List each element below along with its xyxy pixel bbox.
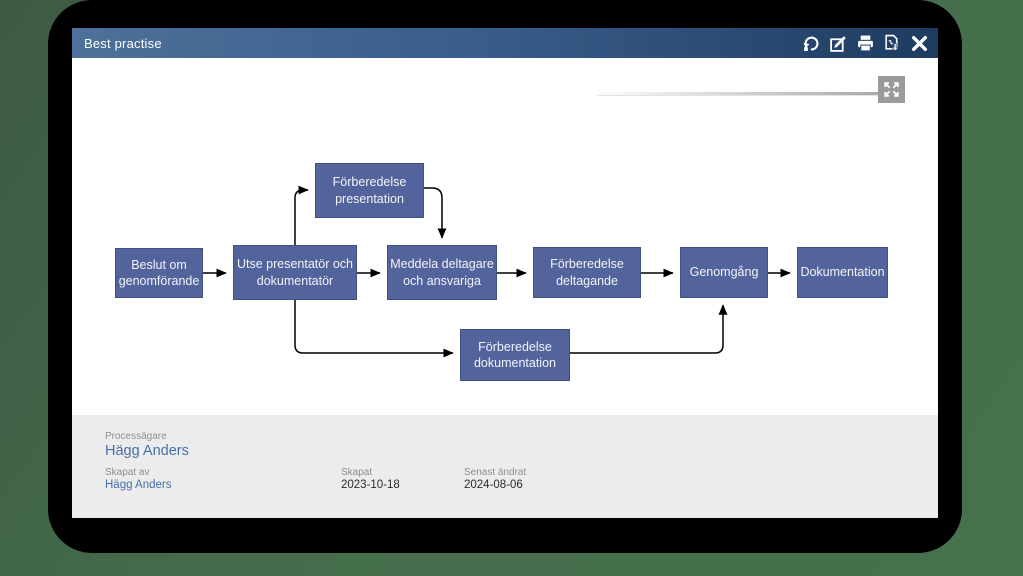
diagram-canvas: Beslut om genomförande Utse presentatör …	[72, 58, 938, 415]
export-pdf-button[interactable]	[881, 32, 903, 54]
flow-connectors	[203, 185, 791, 358]
close-button[interactable]	[908, 32, 930, 54]
node-label: Förberedelse presentation	[332, 175, 407, 206]
node-label: Utse presentatör och dokumentatör	[236, 257, 354, 288]
node-label: Förberedelse dokumentation	[473, 339, 556, 370]
reset-view-button[interactable]	[800, 32, 822, 54]
reset-view-icon	[803, 36, 818, 51]
modified-label: Senast ändrat	[464, 467, 527, 478]
created-by-label: Skapat av	[105, 467, 150, 478]
flow-node-utse[interactable]: Utse presentatör och dokumentatör	[233, 245, 357, 300]
print-icon	[857, 35, 873, 51]
titlebar-toolbar	[800, 32, 930, 54]
print-button[interactable]	[854, 32, 876, 54]
flow-node-forberedelse-presentation[interactable]: Förberedelse presentation	[315, 163, 424, 218]
edit-button[interactable]	[827, 32, 849, 54]
close-icon	[911, 35, 927, 51]
zoom-slider[interactable]	[597, 92, 878, 95]
metadata-footer: Processägare Hägg Anders Skapat av Hägg …	[72, 415, 938, 518]
node-label: Förberedelse deltagande	[550, 257, 624, 288]
created-label: Skapat	[341, 467, 373, 478]
process-owner-label: Processägare	[105, 431, 167, 442]
modified-date: 2024-08-06	[464, 479, 523, 491]
edit-icon	[829, 35, 846, 52]
flow-node-forberedelse-deltagande[interactable]: Förberedelse deltagande	[533, 247, 641, 298]
process-owner-link[interactable]: Hägg Anders	[105, 443, 189, 459]
node-label: Meddela deltagare och ansvariga	[390, 257, 494, 288]
flow-node-forberedelse-dokumentation[interactable]: Förberedelse dokumentation	[460, 329, 570, 381]
process-window: Best practise	[72, 28, 938, 518]
titlebar: Best practise	[72, 28, 938, 58]
window-title: Best practise	[84, 35, 162, 51]
created-by-link[interactable]: Hägg Anders	[105, 479, 172, 491]
flow-node-dokumentation[interactable]: Dokumentation	[797, 247, 888, 298]
created-date: 2023-10-18	[341, 479, 400, 491]
node-label: Dokumentation	[800, 265, 885, 280]
node-label: Genomgång	[689, 265, 759, 280]
flow-node-genomgang[interactable]: Genomgång	[680, 247, 768, 298]
expand-arrows-icon	[884, 82, 899, 97]
export-pdf-icon	[884, 34, 900, 52]
flow-node-beslut[interactable]: Beslut om genomförande	[115, 248, 203, 298]
fullscreen-button[interactable]	[878, 76, 905, 103]
node-label: Beslut om genomförande	[118, 257, 200, 288]
flow-node-meddela[interactable]: Meddela deltagare och ansvariga	[387, 245, 497, 300]
